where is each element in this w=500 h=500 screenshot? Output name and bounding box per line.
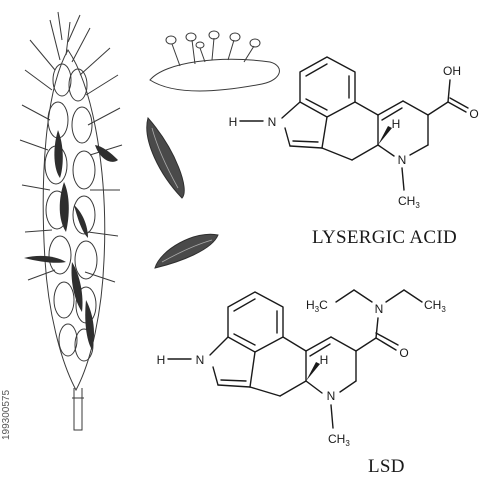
loose-ergot-sclerotium-2	[154, 233, 219, 269]
ergot-wheat-spike	[19, 11, 123, 431]
loose-ergot-sclerotium-1	[146, 116, 185, 199]
lsd-right-methyl-label: CH3	[424, 298, 446, 314]
lysergic-acid-structure	[239, 56, 469, 191]
lsd-title: LSD	[368, 456, 405, 477]
stock-id: 199300575	[1, 390, 12, 440]
claviceps-fruiting-sclerotium	[149, 30, 280, 92]
lsd-carbonyl-o-label: O	[399, 346, 408, 360]
ergot-sclerotia-on-spike	[24, 130, 118, 350]
lsd-indole-n-label: N	[196, 353, 205, 367]
lysergic-ring-n-label: N	[398, 153, 407, 167]
lysergic-h-label: H	[229, 115, 238, 129]
lsd-ring-n-label: N	[327, 389, 336, 403]
lysergic-stereo-h-label: H	[392, 117, 401, 131]
lsd-left-methyl-label: H3C	[306, 298, 328, 314]
lsd-h-label: H	[157, 353, 166, 367]
lysergic-indole-n-label: N	[268, 115, 277, 129]
lysergic-stereo-wedge	[378, 126, 392, 145]
lysergic-methyl-label: CH3	[398, 194, 420, 210]
lsd-methyl-label: CH3	[328, 432, 350, 448]
lysergic-carbonyl-o-label: O	[469, 107, 478, 121]
lsd-structure	[167, 289, 423, 429]
lsd-stereo-h-label: H	[320, 353, 329, 367]
lsd-amide-n-label: N	[375, 302, 384, 316]
lsd-stereo-wedge	[306, 362, 320, 381]
lysergic-oh-label: OH	[443, 64, 461, 78]
lysergic-acid-title: LYSERGIC ACID	[312, 227, 457, 248]
